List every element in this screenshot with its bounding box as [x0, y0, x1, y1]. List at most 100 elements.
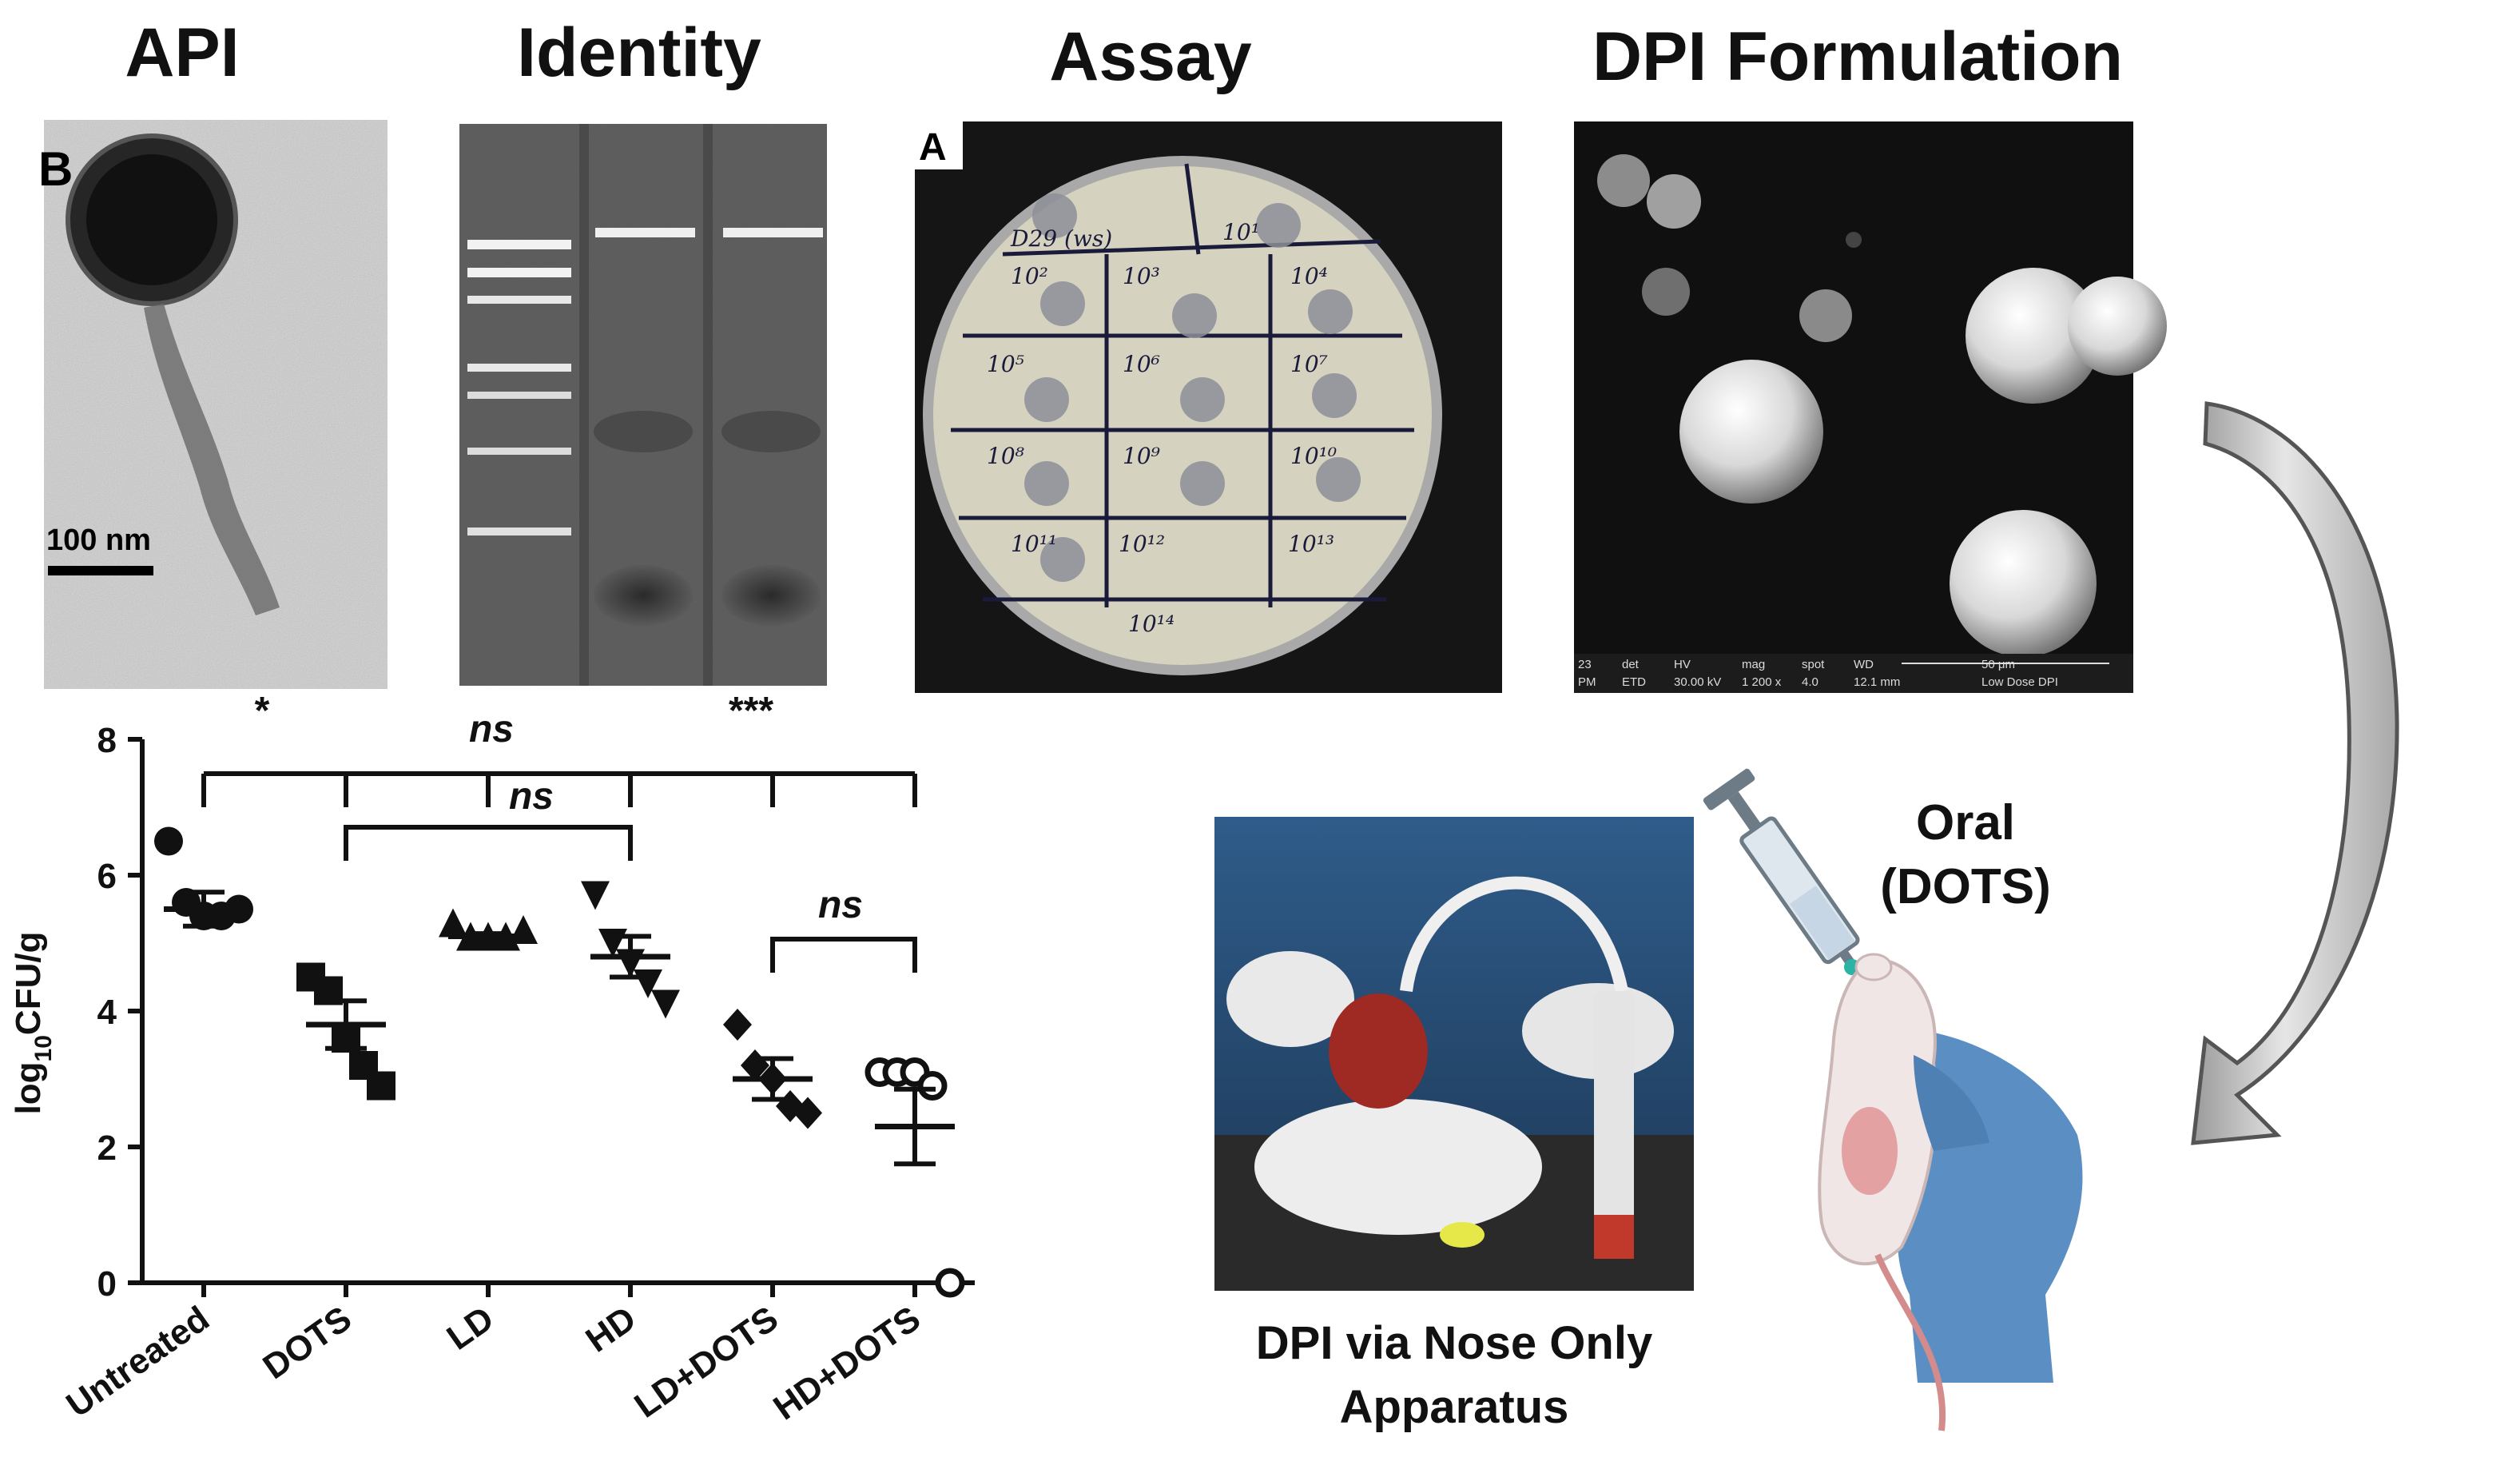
- plate-dilution-label: 10²: [1011, 263, 1048, 289]
- sem-footer-field: 4.0: [1802, 675, 1818, 689]
- sem-footer-field: spot: [1802, 658, 1825, 671]
- x-tick-label: DOTS: [256, 1299, 359, 1387]
- plate-dilution-label: 10¹³: [1288, 531, 1334, 557]
- significance-label: ***: [729, 690, 773, 732]
- syringe-illustration: [1703, 768, 1866, 981]
- dpi-caption-line2: Apparatus: [1340, 1381, 1569, 1433]
- mouse-in-hand-illustration: [1818, 953, 2083, 1431]
- data-point: [793, 1097, 822, 1129]
- assay-panel-letter: A: [919, 126, 947, 169]
- particle: [1679, 360, 1823, 504]
- sem-footer-field: HV: [1674, 658, 1691, 671]
- x-tick-label: LD+DOTS: [627, 1299, 785, 1426]
- plaque-spot: [1040, 537, 1085, 582]
- particle: [1799, 289, 1852, 342]
- plate-dilution-label: 10⁴: [1290, 263, 1328, 289]
- sem-footer-field: mag: [1742, 658, 1765, 671]
- plaque-spot: [1024, 377, 1069, 422]
- y-tick-label: 6: [97, 857, 117, 896]
- plaque-spot: [1256, 203, 1301, 248]
- sem-footer-field: 30.00 kV: [1674, 675, 1721, 689]
- chamber: [1594, 991, 1634, 1255]
- sem-footer-field: WD: [1854, 658, 1874, 671]
- significance-label: ns: [509, 775, 554, 818]
- sem-footer-field: 50 μm: [1981, 658, 2015, 671]
- dpi-caption-line1: DPI via Nose Only: [1256, 1317, 1652, 1369]
- ladder-band: [467, 240, 571, 249]
- ladder-band: [467, 392, 571, 399]
- x-tick-label: HD+DOTS: [766, 1299, 927, 1427]
- plaque-spot: [1032, 193, 1077, 238]
- ladder-band: [467, 296, 571, 304]
- data-point: [509, 915, 538, 944]
- plate-dilution-label: 10¹⁰: [1290, 443, 1337, 469]
- title-assay: Assay: [1049, 18, 1252, 95]
- sem-footer-field: Low Dose DPI: [1981, 675, 2058, 689]
- data-point: [917, 1071, 948, 1101]
- tube: [1400, 876, 1628, 993]
- api-scale-label: 100 nm: [46, 524, 151, 557]
- x-tick-label: LD: [440, 1299, 501, 1358]
- particle: [1597, 154, 1650, 207]
- particle: [1966, 268, 2101, 404]
- plate-dilution-label: 10¹⁴: [1128, 611, 1175, 637]
- significance-label: ns: [469, 708, 514, 750]
- sem-footer-field: 12.1 mm: [1854, 675, 1900, 689]
- ladder-band: [467, 528, 571, 535]
- mouse-tail: [1874, 1253, 1946, 1431]
- plate-dilution-label: 10¹: [1222, 219, 1260, 245]
- title-api: API: [125, 14, 239, 91]
- curved-arrow: [2191, 401, 2399, 1145]
- nose-only-photo: [1214, 817, 1694, 1291]
- particle: [2068, 277, 2167, 376]
- plaque-spot: [1308, 289, 1353, 334]
- plaque-spot: [1312, 373, 1357, 418]
- data-point: [154, 826, 183, 856]
- y-tick-label: 4: [97, 993, 117, 1032]
- api-micrograph: B 100 nm: [38, 120, 388, 689]
- y-tick-label: 0: [97, 1264, 117, 1304]
- particle: [1642, 268, 1690, 316]
- plate-dilution-label: 10¹²: [1119, 531, 1165, 557]
- significance-bracket: [344, 825, 633, 861]
- plate-dilution-label: 10¹¹: [1011, 531, 1057, 557]
- title-identity: Identity: [517, 14, 761, 91]
- plate-dilution-label: D29 (ws): [1010, 225, 1112, 252]
- x-tick-label: HD: [579, 1299, 643, 1360]
- significance-label: *: [255, 690, 270, 732]
- phage-tail: [144, 304, 280, 615]
- sem-footer-field: ETD: [1622, 675, 1646, 689]
- plaque-spot: [1172, 293, 1217, 338]
- plate-grid-line: [1002, 239, 1381, 257]
- plate-dilution-label: 10⁷: [1290, 351, 1328, 377]
- plate-grid-line: [1184, 163, 1201, 255]
- sem-footer-field: 23: [1578, 658, 1592, 671]
- significance-label: ns: [818, 884, 863, 926]
- plate-dilution-label: 10³: [1123, 263, 1160, 289]
- data-point: [581, 881, 610, 910]
- data-point: [367, 1071, 395, 1101]
- ladder-band: [467, 364, 571, 372]
- ladder-band: [467, 268, 571, 277]
- api-scale-bar: [48, 566, 153, 575]
- oral-label-line1: Oral: [1916, 795, 2015, 850]
- ladder-band: [467, 448, 571, 455]
- sample-band: [595, 228, 695, 237]
- particle: [1647, 174, 1701, 229]
- x-tick-label: Untreated: [59, 1299, 216, 1425]
- data-point: [651, 989, 680, 1019]
- plate-dilution-label: 10⁵: [987, 351, 1024, 377]
- y-tick-label: 2: [97, 1129, 117, 1168]
- data-point: [935, 1268, 965, 1298]
- data-point: [439, 908, 467, 938]
- sample-band: [723, 228, 823, 237]
- oral-label-line2: (DOTS): [1880, 859, 2051, 914]
- sem-footer-field: PM: [1578, 675, 1596, 689]
- identity-gel: [459, 124, 827, 686]
- plate-dilution-label: 10⁹: [1123, 443, 1161, 469]
- plate-dilution-label: 10⁸: [987, 443, 1025, 469]
